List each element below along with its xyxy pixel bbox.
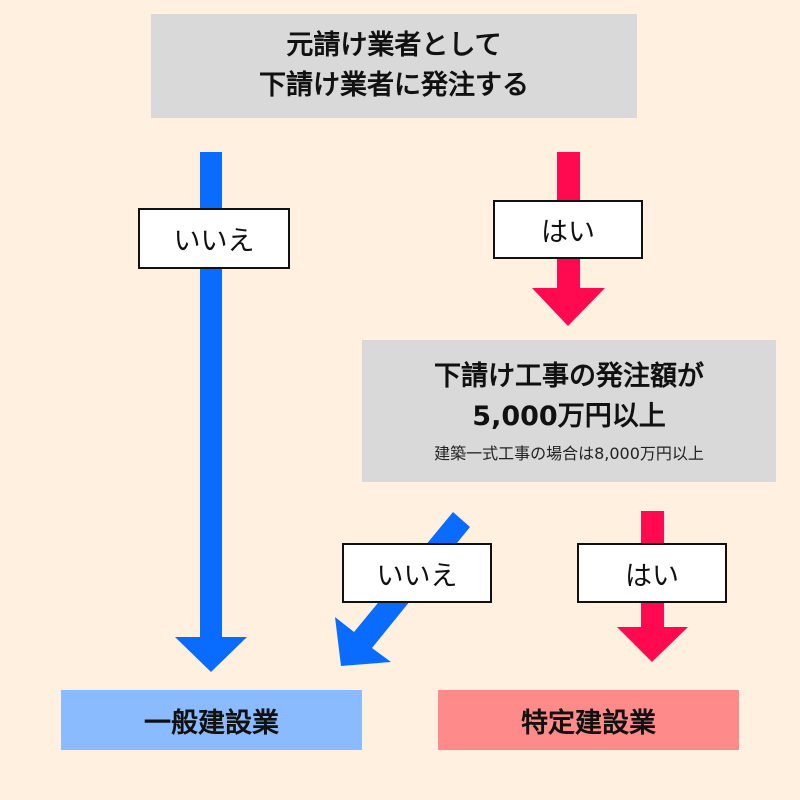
- result-specified-construction: 特定建設業: [438, 690, 739, 750]
- question-order-amount-line1: 下請け工事の発注額が: [434, 361, 704, 392]
- question-order-amount-note: 建築一式工事の場合は8,000万円以上: [434, 444, 704, 463]
- branch-label-q1-yes: はい: [493, 200, 643, 259]
- branch-label-q2-yes: はい: [577, 543, 727, 603]
- question-order-amount: 下請け工事の発注額が 5,000万円以上 建築一式工事の場合は8,000万円以上: [362, 340, 776, 482]
- result-general-construction: 一般建設業: [61, 690, 362, 750]
- question-outsourcing: 元請け業者として 下請け業者に発注する: [151, 14, 637, 118]
- question-outsourcing-line2: 下請け業者に発注する: [259, 70, 529, 101]
- branch-label-q2-no: いいえ: [342, 543, 492, 603]
- question-outsourcing-line1: 元請け業者として: [286, 30, 502, 61]
- question-order-amount-line2: 5,000万円以上: [472, 401, 666, 432]
- arrow-q1-no: [175, 152, 247, 672]
- branch-label-q1-no: いいえ: [138, 208, 290, 269]
